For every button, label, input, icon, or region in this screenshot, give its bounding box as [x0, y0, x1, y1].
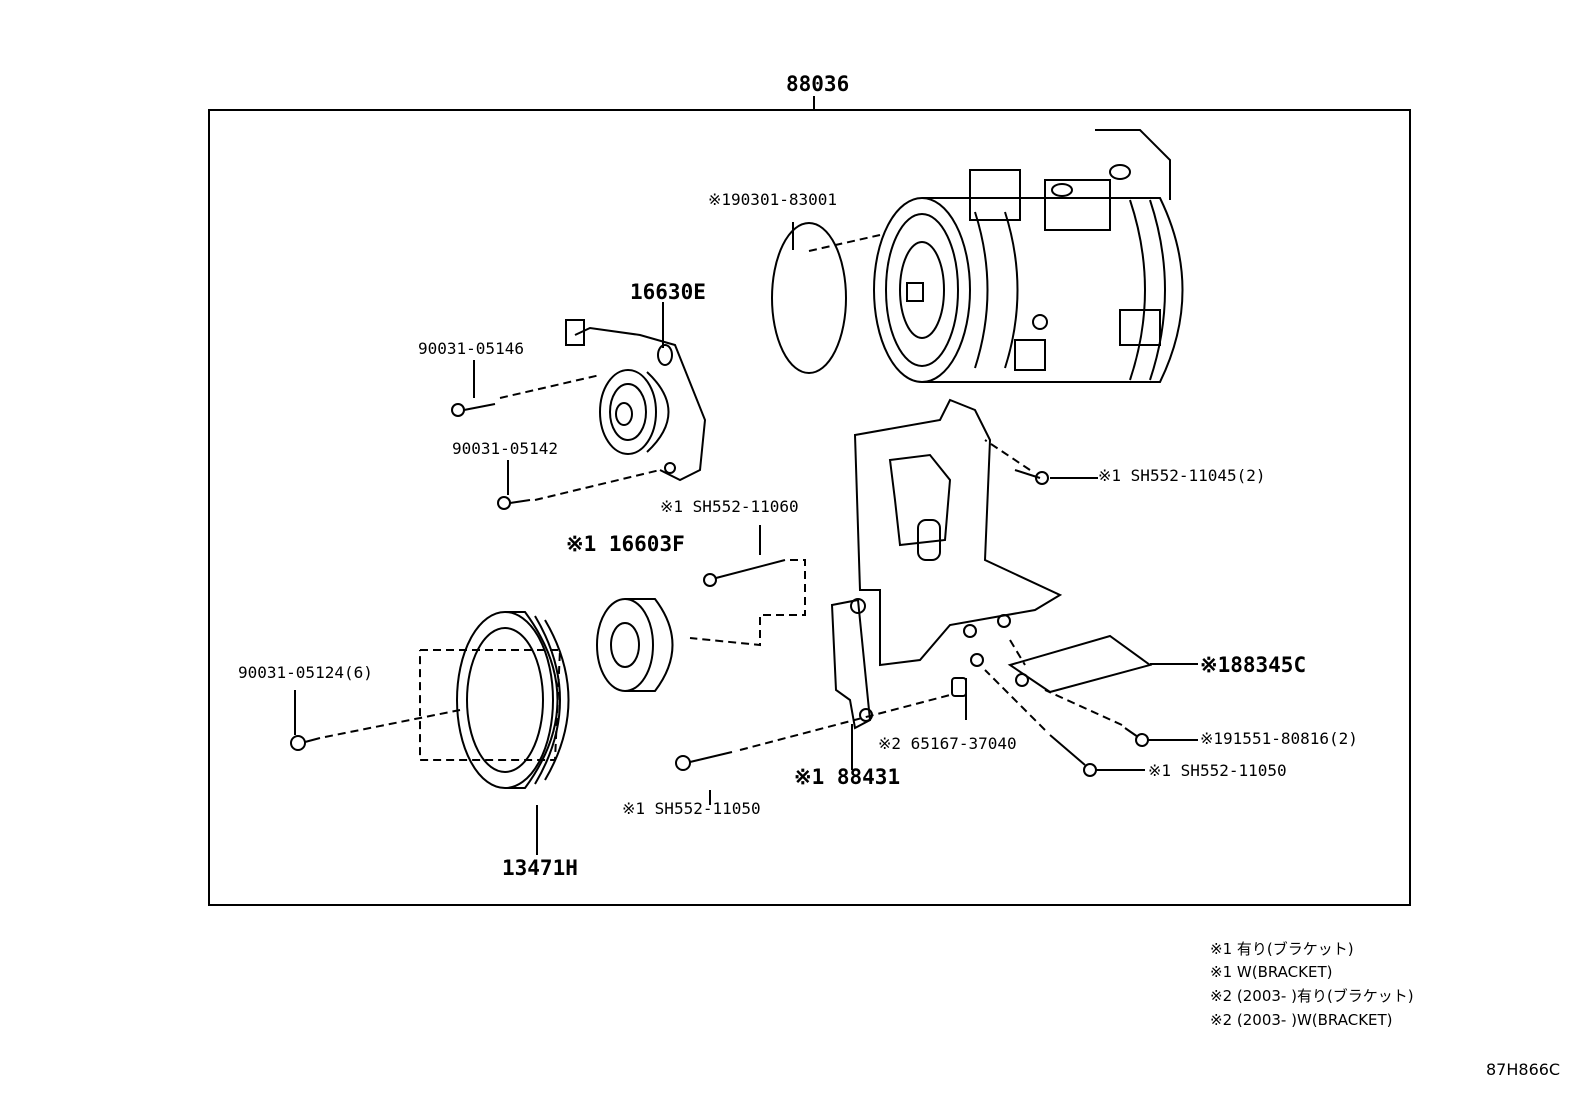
- tensioner-drawing: [565, 302, 707, 482]
- assembly-number-label: 88036: [786, 72, 850, 96]
- bracket-part-label: ※1 88431: [794, 765, 901, 789]
- lower-bolt-drawing: [675, 677, 967, 805]
- bracket-bolt-right-part-label: ※1 SH552-11050: [1148, 761, 1287, 780]
- compressor-drawing: [873, 129, 1184, 383]
- pulley-drawing: [290, 611, 570, 855]
- note-1-en: ※1 W(BRACKET): [1210, 963, 1333, 981]
- idler-part-label: ※1 16603F: [566, 532, 685, 556]
- tensioner-part-label: 16630E: [630, 280, 706, 304]
- pulley-part-label: 13471H: [502, 856, 578, 880]
- gasket-part-label: ※190301-83001: [708, 190, 837, 209]
- bolt-drawings: [451, 360, 661, 510]
- note-1-jp: ※1 有り(ブラケット): [1210, 940, 1354, 958]
- note-2-jp: ※2 (2003- )有り(ブラケット): [1210, 987, 1414, 1005]
- bracket-bolt-bottom-part-label: ※1 SH552-11050: [622, 799, 761, 818]
- gasket-drawing: [771, 222, 847, 374]
- idler-bolt-part-label: ※1 SH552-11060: [660, 497, 799, 516]
- bolt-b-part-label: 90031-05142: [452, 439, 558, 458]
- bracket-drawing: [830, 398, 1098, 770]
- collar-part-label: ※2 65167-37040: [878, 734, 1017, 753]
- bolt-a-part-label: 90031-05146: [418, 339, 524, 358]
- pulley-bolts-part-label: 90031-05124(6): [238, 663, 373, 682]
- note-2-en: ※2 (2003- )W(BRACKET): [1210, 1011, 1393, 1029]
- plate-bolts-part-label: ※191551-80816(2): [1200, 729, 1358, 748]
- assembly-frame: [208, 109, 1411, 906]
- plate-part-label: ※188345C: [1200, 653, 1307, 677]
- figure-reference: 87H866C: [1486, 1060, 1561, 1079]
- bracket-bolt-top-part-label: ※1 SH552-11045(2): [1098, 466, 1266, 485]
- plate-drawing: [984, 634, 1198, 777]
- idler-pulley-drawing: [596, 525, 806, 692]
